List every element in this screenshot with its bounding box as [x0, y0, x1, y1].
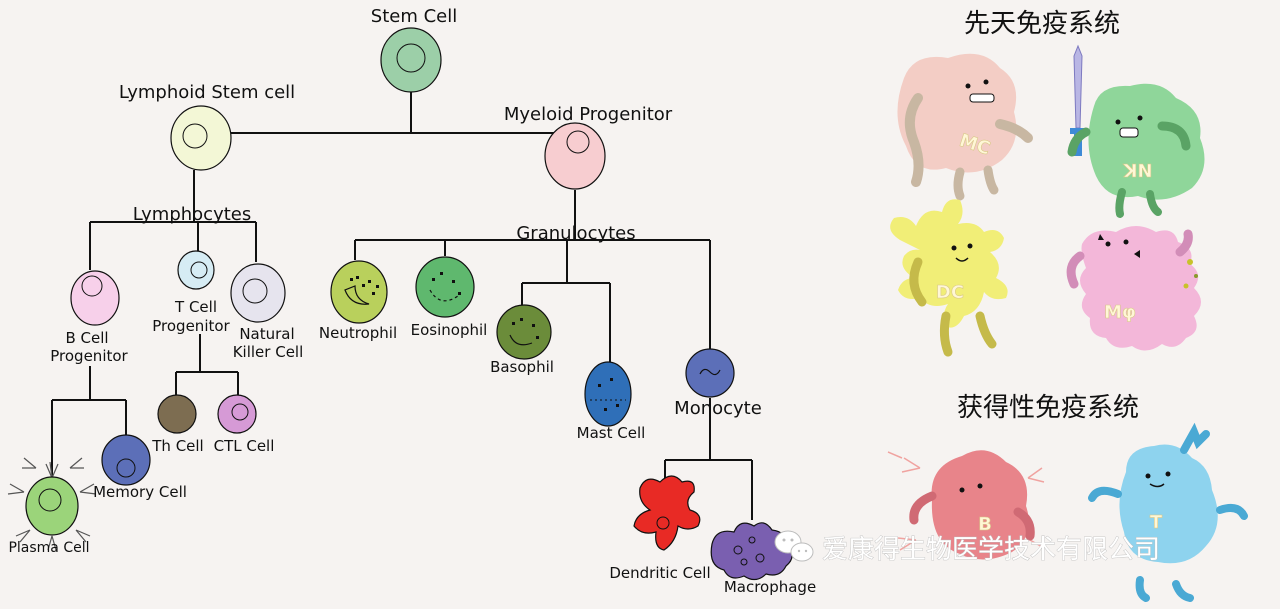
dendritic-cell-label: Dendritic Cell [609, 564, 710, 582]
monocyte-label: Monocyte [674, 398, 762, 419]
th-cell-label: Th Cell [151, 437, 203, 455]
mast-cell-cartoon: MC [897, 53, 1033, 201]
neutrophil-cell [330, 260, 388, 324]
dendritic-cell-cartoon: DC [890, 199, 1008, 357]
monocyte-cell [685, 348, 735, 398]
natural-killer-label-line2: Killer Cell [233, 343, 304, 361]
neutrophil-label: Neutrophil [319, 324, 397, 342]
b-letter: B [978, 514, 992, 535]
th-cell [157, 394, 197, 434]
wechat-icon [774, 530, 814, 562]
tree-connectors [51, 88, 753, 520]
macrophage-label: Macrophage [724, 578, 816, 596]
memory-cell-label: Memory Cell [93, 483, 187, 501]
myeloid-progenitor-cell [544, 122, 606, 190]
wechat-watermark: 爱康得生物医学技术有限公司 [774, 530, 1160, 565]
eosinophil-label: Eosinophil [411, 321, 488, 339]
macrophage-cartoon: Mφ [1066, 226, 1201, 351]
plasma-cell [7, 457, 97, 551]
t-cell-cartoon: T [1088, 422, 1248, 602]
watermark-text: 爱康得生物医学技术有限公司 [822, 535, 1160, 565]
memory-cell [101, 434, 151, 486]
mast-cell-label: Mast Cell [577, 424, 646, 442]
adaptive-immunity-title: 获得性免疫系统 [957, 393, 1139, 423]
eosinophil-cell [415, 256, 475, 318]
ctl-cell [217, 394, 257, 434]
nk-cell-cartoon: NK [1067, 44, 1205, 218]
nk-letters: NK [1122, 159, 1152, 180]
t-cell-progenitor-label-line2: Progenitor [152, 317, 230, 335]
ctl-cell-label: CTL Cell [214, 437, 275, 455]
basophil-label: Basophil [490, 358, 554, 376]
myeloid-progenitor-label: Myeloid Progenitor [504, 104, 673, 125]
b-cell-cartoon: B [887, 450, 1045, 560]
b-cell-progenitor [70, 270, 120, 326]
b-cell-progenitor-label-line1: B Cell [65, 329, 108, 347]
lymphoid-stem-cell-label: Lymphoid Stem cell [119, 82, 295, 103]
m-phi-letters: Mφ [1104, 302, 1136, 323]
stem-cell [380, 27, 442, 93]
t-cell-progenitor [177, 250, 215, 290]
dendritic-cell [633, 475, 701, 551]
stem-cell-label: Stem Cell [371, 6, 457, 27]
basophil-cell [496, 304, 552, 360]
b-cell-progenitor-label-line2: Progenitor [50, 347, 128, 365]
dc-letters: DC [936, 282, 964, 303]
t-letter: T [1150, 512, 1163, 533]
t-cell-progenitor-label-line1: T Cell [174, 298, 217, 316]
lymphocytes-label: Lymphocytes [133, 204, 251, 225]
natural-killer-label-line1: Natural [239, 325, 294, 343]
plasma-cell-label: Plasma Cell [8, 540, 89, 556]
mast-cell [584, 361, 632, 427]
granulocytes-label: Granulocytes [516, 223, 635, 244]
natural-killer-cell [230, 263, 286, 323]
lymphoid-stem-cell [170, 105, 232, 171]
innate-immunity-title: 先天免疫系统 [964, 9, 1120, 39]
